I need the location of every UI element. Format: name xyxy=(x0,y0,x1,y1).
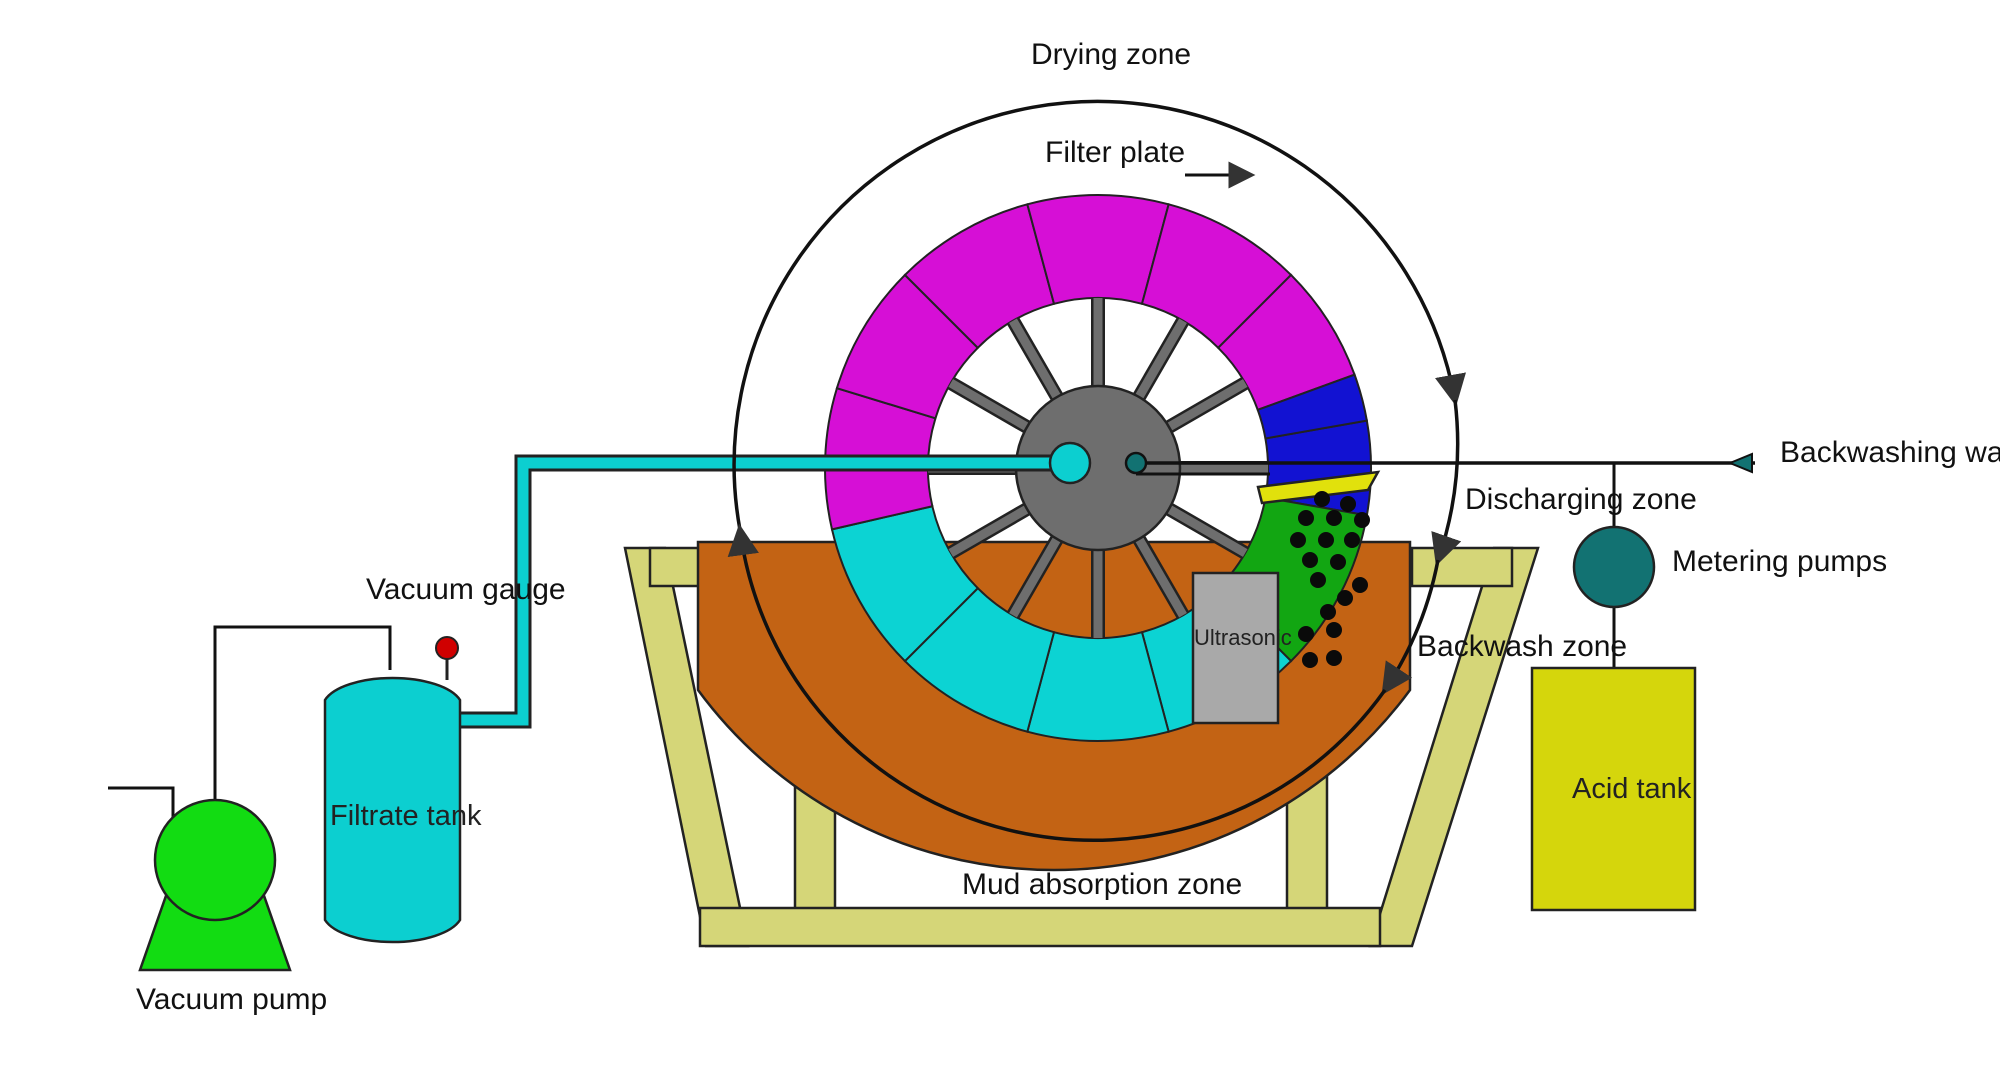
filter-cake-particle xyxy=(1337,590,1353,606)
filtrate-pipe-fill xyxy=(460,457,1070,726)
filtrate-outlet xyxy=(1048,441,1092,485)
filter-cake-particle xyxy=(1340,496,1356,512)
frame-top-right-bar xyxy=(1410,546,1514,588)
drum-spoke xyxy=(1166,379,1248,431)
metering-pumps-label: Metering pumps xyxy=(1672,545,1888,578)
filter-cake-particle xyxy=(1302,552,1318,568)
drum-spoke xyxy=(1009,536,1061,618)
frame-bottom-bar xyxy=(698,906,1382,948)
acid-tank xyxy=(1530,666,1697,912)
filter-cake-particle xyxy=(1354,512,1370,528)
filter-cake-particle xyxy=(1298,510,1314,526)
filter-plate-segment xyxy=(1256,373,1369,440)
filtrate-tank-label: Filtrate tank xyxy=(330,800,482,832)
discharge-zone-arrow xyxy=(1431,399,1462,566)
vacuum-gauge-label: Vacuum gauge xyxy=(366,573,566,606)
frame-right-leg xyxy=(1368,546,1540,948)
ultrasonic-label: Ultrasonic xyxy=(1194,625,1292,650)
backwash-zone-label: Backwash zone xyxy=(1417,630,1628,663)
drum-spoke xyxy=(948,379,1030,431)
filter-cake-particle xyxy=(1302,652,1318,668)
vacuum-pump-to-tank-line xyxy=(213,625,392,828)
backwash-zone-arrow xyxy=(1381,559,1440,696)
mud-zone-circle-arc xyxy=(727,523,1387,843)
acid-tank-label: Acid tank xyxy=(1572,773,1692,805)
filter-cake-particle xyxy=(1320,604,1336,620)
drum-spoke xyxy=(948,505,1030,557)
drum-spoke xyxy=(1135,536,1187,618)
filtrate-tank xyxy=(323,676,462,944)
filter-cake-particle xyxy=(1326,510,1342,526)
vacuum-pump-suction-line xyxy=(108,786,175,828)
filter-cake-particle xyxy=(1318,532,1334,548)
drying-zone-label: Drying zone xyxy=(1031,38,1192,71)
drum-spoke xyxy=(1135,318,1187,400)
filter-cake-particle xyxy=(1314,491,1330,507)
vacuum-pump-body xyxy=(153,798,277,922)
filter-cake-particle xyxy=(1310,572,1326,588)
drying-zone-arrow xyxy=(732,99,1466,531)
discharge-scraper xyxy=(1256,470,1381,505)
filter-cake-particles xyxy=(1290,491,1370,668)
filter-cake-particle xyxy=(1330,554,1346,570)
drum-spoke xyxy=(1166,505,1248,557)
backwashing-water-label: Backwashing water xyxy=(1780,436,2000,469)
drum-spoke xyxy=(1009,318,1061,400)
filter-cake-particle xyxy=(1344,532,1360,548)
filter-cake-particle xyxy=(1298,626,1314,642)
ultrasonic-unit xyxy=(1191,571,1280,725)
filter-cake-particle xyxy=(1352,577,1368,593)
filter-cake-particle xyxy=(1326,650,1342,666)
mud-absorption-zone-label: Mud absorption zone xyxy=(962,868,1243,901)
discharging-zone-label: Discharging zone xyxy=(1465,483,1697,516)
metering-pump xyxy=(1572,525,1656,609)
filter-plate-label: Filter plate xyxy=(1045,136,1186,169)
filter-cake-particle xyxy=(1290,532,1306,548)
backwash-shaft-end xyxy=(1124,451,1148,475)
vacuum-gauge xyxy=(435,636,459,660)
filter-cake-particle xyxy=(1326,622,1342,638)
vacuum-pump-label: Vacuum pump xyxy=(136,983,328,1016)
backwash-water-inlet-arrow xyxy=(1727,452,1753,474)
